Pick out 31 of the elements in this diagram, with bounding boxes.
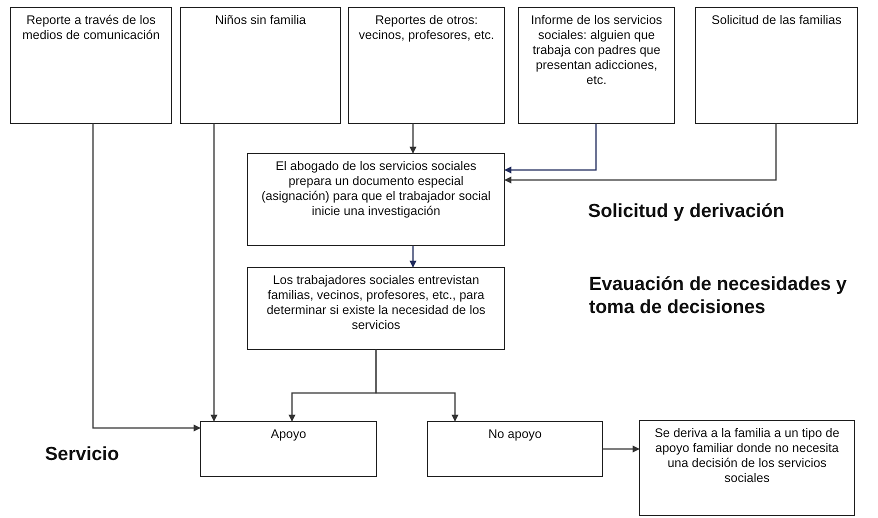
connector-arrow [410,124,416,154]
process-box [518,7,675,124]
box-text: Se deriva a la familia a un tipo de apoyo familiar donde no necesita una decisión de los servicios sociales [654,426,840,486]
connector-arrow [210,124,218,422]
process-box [200,421,377,477]
connector-arrow [375,350,458,422]
box-text: No apoyo [487,427,543,442]
process-box [348,7,505,124]
connector-arrow [410,246,416,268]
process-box [427,421,603,477]
connector-arrow [504,124,597,174]
box-text: Solicitud de las familias [710,13,842,28]
process-box [180,7,341,124]
box-text: Reportes de otros: vecinos, profesores, etc. [358,13,496,43]
box-text: Reporte a través de los medios de comunicación [21,13,161,43]
connector-arrow [603,446,640,452]
process-box [695,7,858,124]
section-heading: Evauación de necesidades y toma de decisiones [589,273,848,319]
process-box [639,420,855,516]
connector-arrow [504,124,777,184]
section-heading: Servicio [45,443,120,466]
connector-arrow [92,124,201,432]
box-text: Los trabajadores sociales entrevistan familias, vecinos, profesores, etc., para determinar si existe la necesidad de los servicios [266,273,486,333]
box-text: Apoyo [270,427,308,442]
box-text: El abogado de los servicios sociales prepara un documento especial (asignación) para que el trabajador social inicie una investigación [260,159,492,219]
box-text: Informe de los servicios sociales: alguien que trabaja con padres que presentan adicciones, etc. [530,13,664,88]
section-heading: Solicitud y derivación [588,200,786,223]
process-box [247,267,505,350]
process-box [10,7,172,124]
process-box [247,153,505,246]
box-text: Niños sin familia [214,13,307,28]
